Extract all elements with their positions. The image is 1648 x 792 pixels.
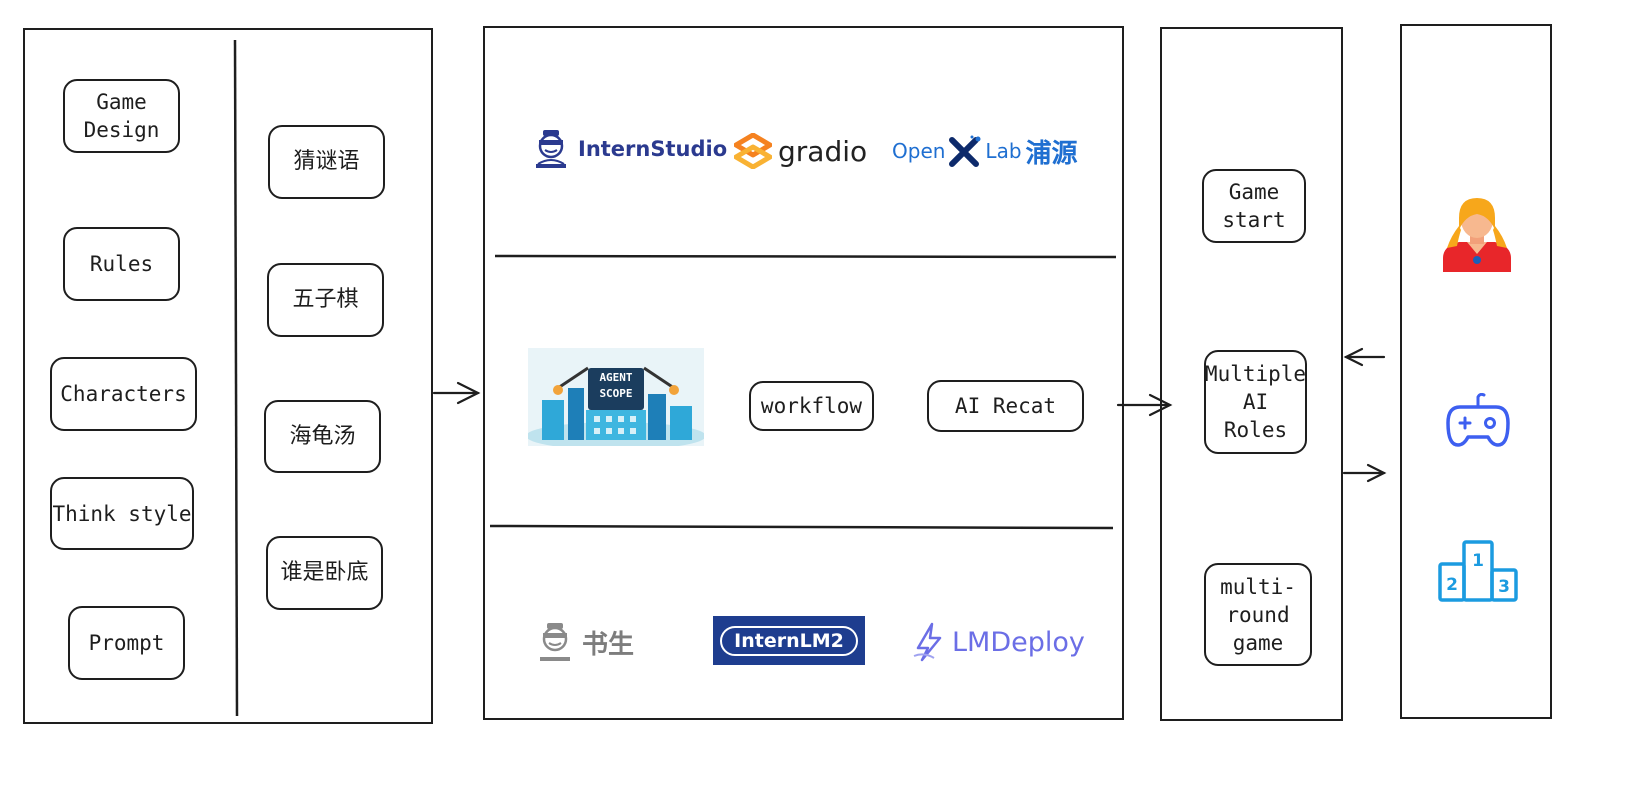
internlm2-text: InternLM2 [734,629,844,652]
intern-mascot-icon [536,130,566,168]
game-design-box: Game Design [63,79,180,153]
game-turtle-soup-box: 海龟汤 [264,400,381,473]
prompt-box: Prompt [68,606,185,680]
workflow-box: workflow [749,381,874,431]
shusheng-logo: 书生 [534,620,634,664]
multi-round-game-box: multi- round game [1204,563,1312,666]
gradio-logo: gradio [734,131,867,171]
arrow-design-to-platform [432,381,481,405]
podium-rank-1: 1 [1472,551,1484,571]
game-riddle-box: 猜谜语 [268,125,385,199]
platform-divider-bottom [489,524,1114,530]
think-style-box: Think style [50,477,194,550]
gradio-icon [734,133,772,169]
arrow-platform-to-game [1116,393,1173,417]
rules-box: Rules [63,227,180,301]
characters-box: Characters [50,357,197,431]
user-avatar-icon [1443,198,1511,272]
openxlab-cn-text: 浦源 [1025,138,1078,169]
podium-rank-2: 2 [1446,575,1458,595]
agentscope-title-line1: AGENT [599,371,633,384]
game-undercover-box: 谁是卧底 [266,536,383,610]
internstudio-logo: InternStudio [530,128,727,170]
agentscope-banner: AGENT SCOPE [528,348,704,446]
lmdeploy-icon [913,622,942,662]
arrow-game-to-user [1342,463,1387,483]
lmdeploy-logo: LMDeploy [910,620,1085,664]
shusheng-text: 书生 [582,629,635,660]
ai-react-box: AI Recat [927,380,1084,432]
platform-divider-top [494,254,1117,259]
internlm2-pill: InternLM2 [720,625,858,656]
user-panel [1400,24,1552,719]
openxlab-lab-text: Lab [985,139,1022,163]
internstudio-text: InternStudio [578,137,728,161]
openxlab-open-text: Open [892,139,946,163]
left-panel-divider [233,39,239,717]
arrow-user-to-game [1343,347,1386,367]
openxlab-x-icon [949,135,981,167]
agentscope-illustration [528,348,704,446]
game-start-box: Game start [1202,169,1306,243]
game-gomoku-box: 五子棋 [267,263,384,337]
multiple-ai-roles-box: Multiple AI Roles [1204,350,1307,454]
shusheng-mascot-icon [540,623,570,661]
gradio-text: gradio [778,134,868,168]
agentscope-title: AGENT SCOPE [588,370,644,402]
lmdeploy-text: LMDeploy [952,626,1085,658]
agentscope-title-line2: SCOPE [599,387,633,400]
podium-rank-3: 3 [1498,577,1510,597]
gamepad-icon [1446,393,1510,447]
openxlab-logo: Open Lab 浦源 [892,131,1078,171]
podium-icon: 1 2 3 [1438,540,1518,602]
internlm2-logo: InternLM2 [713,616,865,665]
